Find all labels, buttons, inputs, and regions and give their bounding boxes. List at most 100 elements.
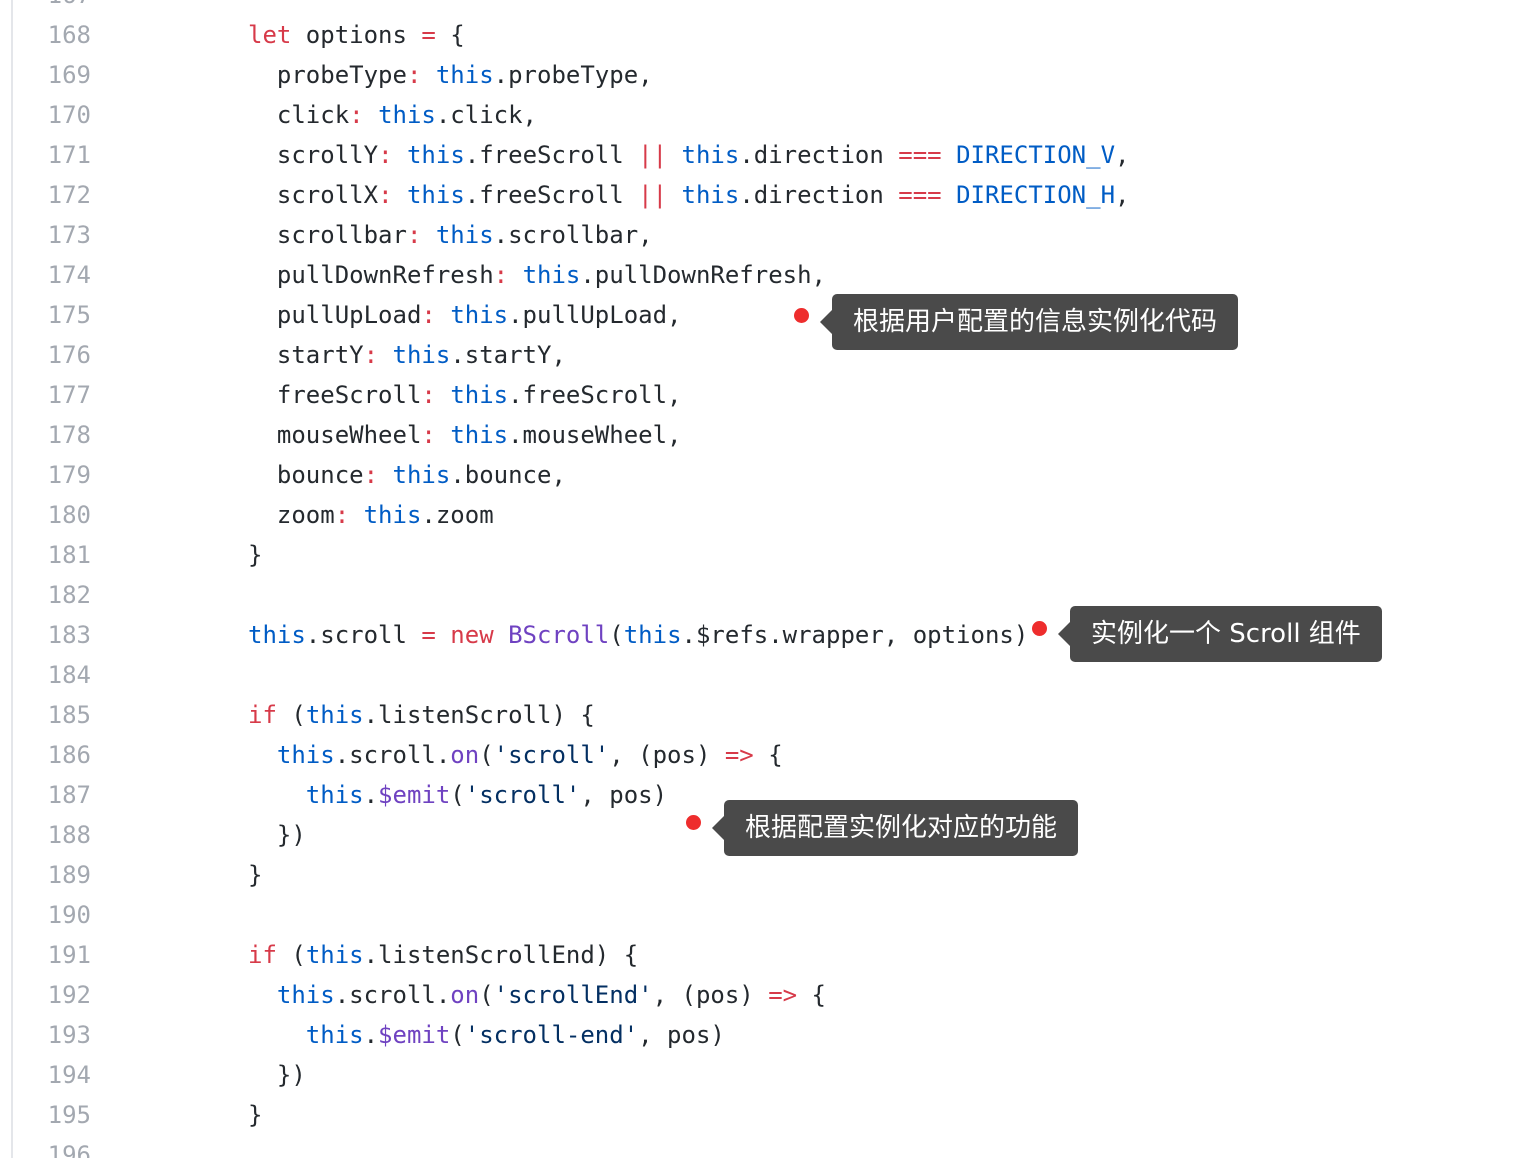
line-number[interactable]: 185 xyxy=(47,701,91,729)
code-token: freeScroll xyxy=(276,381,422,409)
line-number[interactable]: 167 xyxy=(0,0,91,15)
code-token: , xyxy=(1115,141,1130,169)
code-token xyxy=(942,141,956,169)
code-token: this xyxy=(406,141,465,169)
code-token: this xyxy=(681,141,740,169)
code-line: 169 probeType: this.probeType, xyxy=(0,55,1532,95)
code-token xyxy=(393,181,407,209)
line-number[interactable]: 174 xyxy=(47,261,91,289)
code-token: probeType xyxy=(276,61,407,89)
line-number[interactable]: 169 xyxy=(47,61,91,89)
code-token: : xyxy=(349,101,364,129)
code-token: , pos) xyxy=(638,1021,725,1049)
code-token: this xyxy=(305,941,364,969)
line-number[interactable]: 181 xyxy=(47,541,91,569)
code-line: 196 xyxy=(0,1135,1532,1158)
annotation-marker-dot xyxy=(686,815,701,830)
line-number[interactable]: 168 xyxy=(47,21,91,49)
indent xyxy=(248,61,277,89)
code-token: this xyxy=(305,701,364,729)
code-token: : xyxy=(378,181,393,209)
line-code: probeType: this.probeType, xyxy=(248,55,653,95)
line-number[interactable]: 189 xyxy=(47,861,91,889)
line-number[interactable]: 170 xyxy=(47,101,91,129)
code-line: 193 this.$emit('scroll-end', pos) xyxy=(0,1015,1532,1055)
code-line: 195} xyxy=(0,1095,1532,1135)
line-code: }) xyxy=(248,1055,306,1095)
code-token: .bounce, xyxy=(450,461,566,489)
line-number[interactable]: 186 xyxy=(47,741,91,769)
code-line: 173 scrollbar: this.scrollbar, xyxy=(0,215,1532,255)
line-number[interactable]: 190 xyxy=(47,901,91,929)
code-token: this xyxy=(522,261,581,289)
code-token: scrollX xyxy=(276,181,379,209)
code-token: .click, xyxy=(435,101,538,129)
line-number[interactable]: 193 xyxy=(47,1021,91,1049)
code-token: bounce xyxy=(276,461,364,489)
indent xyxy=(248,381,277,409)
line-number[interactable]: 173 xyxy=(47,221,91,249)
code-token: this xyxy=(435,61,494,89)
line-number[interactable]: 171 xyxy=(47,141,91,169)
line-number[interactable]: 183 xyxy=(47,621,91,649)
line-number[interactable]: 176 xyxy=(47,341,91,369)
code-token xyxy=(421,61,435,89)
line-number[interactable]: 195 xyxy=(47,1101,91,1129)
line-number[interactable]: 178 xyxy=(47,421,91,449)
indent xyxy=(248,341,277,369)
code-token: $emit xyxy=(378,781,451,809)
line-number[interactable]: 172 xyxy=(47,181,91,209)
line-code: zoom: this.zoom xyxy=(248,495,494,535)
code-token: this xyxy=(450,381,509,409)
code-token: }) xyxy=(276,1061,306,1089)
code-line: 189} xyxy=(0,855,1532,895)
code-token: , (pos) xyxy=(652,981,769,1009)
code-token: this xyxy=(450,421,509,449)
code-line: 177 freeScroll: this.freeScroll, xyxy=(0,375,1532,415)
indent xyxy=(248,741,277,769)
line-code: } xyxy=(248,855,262,895)
code-token: { xyxy=(797,981,827,1009)
code-line: 172 scrollX: this.freeScroll || this.dir… xyxy=(0,175,1532,215)
indent xyxy=(248,981,277,1009)
line-number[interactable]: 179 xyxy=(47,461,91,489)
indent xyxy=(248,821,277,849)
line-number[interactable]: 188 xyxy=(47,821,91,849)
code-token: . xyxy=(363,1021,379,1049)
code-token: options xyxy=(291,21,422,49)
code-token: .listenScrollEnd) { xyxy=(363,941,639,969)
code-token: scrollbar xyxy=(276,221,407,249)
code-token: : xyxy=(378,141,393,169)
indent xyxy=(248,101,277,129)
indent xyxy=(248,1021,306,1049)
code-token: 'scrollEnd' xyxy=(493,981,653,1009)
line-code: } xyxy=(248,535,262,575)
code-token: { xyxy=(435,21,465,49)
line-code: freeScroll: this.freeScroll, xyxy=(248,375,682,415)
line-number[interactable]: 175 xyxy=(47,301,91,329)
code-token: if xyxy=(248,941,277,969)
line-number[interactable]: 182 xyxy=(47,581,91,609)
line-number[interactable]: 196 xyxy=(47,1141,91,1158)
line-number[interactable]: 194 xyxy=(47,1061,91,1089)
code-token: this xyxy=(276,981,335,1009)
code-token: on xyxy=(450,741,480,769)
code-token xyxy=(393,141,407,169)
line-number[interactable]: 177 xyxy=(47,381,91,409)
line-number[interactable]: 187 xyxy=(47,781,91,809)
line-number[interactable]: 180 xyxy=(47,501,91,529)
line-number[interactable]: 191 xyxy=(47,941,91,969)
indent xyxy=(248,421,277,449)
code-token: this xyxy=(406,181,465,209)
line-code: this.$emit('scroll-end', pos) xyxy=(248,1015,725,1055)
code-token: 'scroll' xyxy=(493,741,610,769)
line-number[interactable]: 192 xyxy=(47,981,91,1009)
line-code: }) xyxy=(248,815,306,855)
line-number[interactable]: 184 xyxy=(47,661,91,689)
code-token: .scroll. xyxy=(334,741,451,769)
code-token: this xyxy=(305,1021,364,1049)
code-token: .listenScroll) { xyxy=(363,701,595,729)
code-token: } xyxy=(248,541,263,569)
